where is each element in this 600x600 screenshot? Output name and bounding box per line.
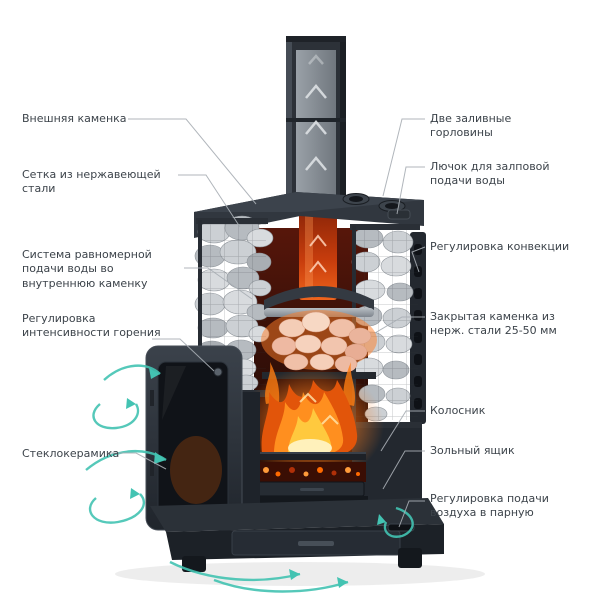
label-water-hatch: Лючок для залповой подачи воды [430,160,575,189]
label-air-supply: Регулировка подачи воздуха в парную [430,492,580,521]
stove-base [150,498,444,572]
label-ash-box: Зольный ящик [430,444,550,458]
label-glass-ceramic: Стеклокерамика [22,447,142,461]
label-external-stones: Внешняя каменка [22,112,142,126]
label-burn-control: Регулировка интенсивности горения [22,312,172,341]
flame-updraft-arrow-icon [299,392,339,425]
label-water-system: Система равномерной подачи воды во внутр… [22,248,182,291]
updraft-arrow-icon [305,54,327,171]
label-ash-box-text: Зольный ящик [430,444,515,457]
firebox-door [145,345,243,531]
label-convection-control: Регулировка конвекции [430,240,575,254]
body-left-lower [238,392,260,506]
hot-updraft-arrow-icon [309,234,327,273]
label-burn-control-text: Регулировка интенсивности горения [22,312,161,340]
grate [256,452,366,460]
water-hatch [387,209,411,220]
airflow-arrowheads [126,368,386,588]
label-grate: Колосник [430,404,550,418]
air-supply-control [387,523,415,532]
burn-intensity-knob [213,367,223,377]
label-filling-necks-text: Две заливные горловины [430,112,512,140]
label-steel-mesh: Сетка из нержавеющей стали [22,168,187,197]
label-grate-text: Колосник [430,404,486,417]
airflow-arrows [85,364,414,593]
label-convection-control-text: Регулировка конвекции [430,240,570,253]
chimney-pipe [286,36,346,208]
ash-box [257,481,365,497]
label-water-hatch-text: Лючок для залповой подачи воды [430,160,550,188]
stove-top [194,192,424,238]
ember-bed [256,462,366,482]
leader-lines [108,118,426,528]
label-air-supply-text: Регулировка подачи воздуха в парную [430,492,549,520]
inner-stones [271,311,372,373]
label-glass-ceramic-text: Стеклокерамика [22,447,120,460]
label-steel-mesh-text: Сетка из нержавеющей стали [22,168,161,196]
label-external-stones-text: Внешняя каменка [22,112,127,125]
label-water-system-text: Система равномерной подачи воды во внутр… [22,248,152,290]
label-filling-necks: Две заливные горловины [430,112,575,141]
label-closed-stones: Закрытая каменка из нерж. стали 25-50 мм [430,310,575,339]
label-closed-stones-text: Закрытая каменка из нерж. стали 25-50 мм [430,310,557,338]
